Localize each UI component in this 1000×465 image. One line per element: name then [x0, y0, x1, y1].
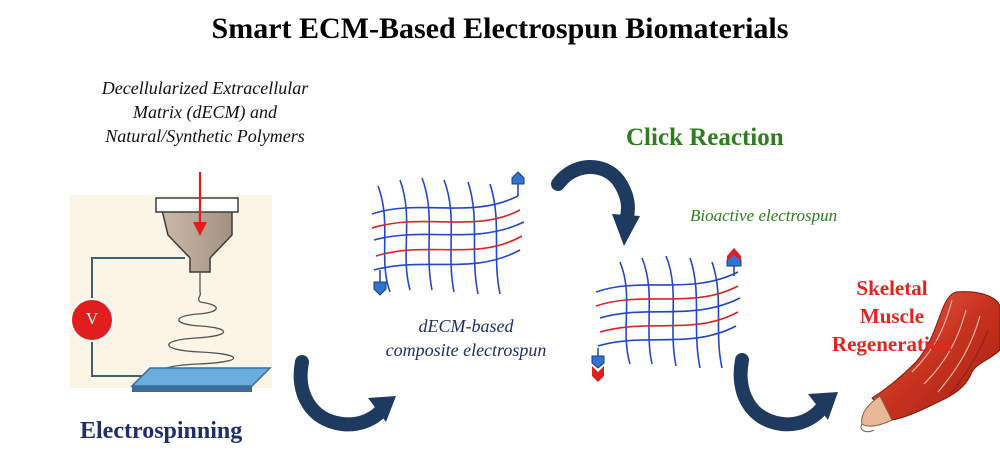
voltage-symbol: V — [85, 309, 99, 328]
regeneration-line: Skeletal — [856, 276, 928, 300]
bioactive-marker-bottom-red — [592, 366, 604, 382]
bioactive-horizontal-fibers-red — [595, 285, 739, 333]
composite-horizontal-fibers-blue — [371, 195, 525, 271]
regeneration-line: Muscle — [859, 304, 925, 328]
materials-caption: Decellularized Extracellular Matrix (dEC… — [55, 76, 355, 148]
materials-line: Natural/Synthetic Polymers — [105, 126, 305, 146]
composite-end-marker-top — [511, 171, 525, 185]
circuit-wire-bottom — [91, 342, 145, 377]
bioactive-marker-top-red — [727, 248, 741, 261]
composite-end-marker-bottom — [373, 281, 387, 296]
regeneration-caption: Skeletal Muscle Regeneration — [812, 274, 972, 358]
composite-horizontal-fibers-red — [371, 209, 523, 257]
materials-line: Decellularized Extracellular — [101, 78, 309, 98]
bioactive-fiber-mesh — [595, 255, 741, 369]
arm-muscle-illustration — [860, 291, 1000, 433]
electrospinning-label: Electrospinning — [80, 418, 243, 444]
fiber-whipping-spiral — [163, 301, 234, 377]
composite-line: dECM-based — [418, 316, 514, 336]
collector-plate-edge — [132, 386, 252, 392]
spinneret-nozzle — [161, 209, 233, 273]
composite-caption: dECM-based composite electrospun — [366, 314, 566, 362]
click-reaction-label: Click Reaction — [626, 124, 784, 151]
process-arrow-1 — [293, 355, 396, 432]
voltage-source-icon — [70, 298, 114, 342]
bioactive-vertical-fibers — [619, 255, 723, 369]
bioactive-label: Bioactive electrospun — [690, 206, 838, 225]
process-arrow-2 — [733, 353, 838, 432]
collector-plate — [130, 367, 272, 387]
regeneration-line: Regeneration — [831, 332, 953, 356]
circuit-wire-top — [91, 257, 185, 298]
feed-arrow-head — [193, 222, 207, 236]
page-title: Smart ECM-Based Electrospun Biomaterials — [211, 12, 789, 45]
syringe-top — [155, 197, 239, 213]
hand-shape — [861, 395, 893, 427]
polymer-jet — [197, 272, 202, 303]
materials-line: Matrix (dECM) and — [133, 102, 277, 122]
process-arrow-click — [551, 160, 640, 246]
bioactive-horizontal-fibers-blue — [595, 271, 741, 347]
electrospinning-apparatus — [70, 172, 272, 392]
composite-fiber-mesh — [371, 177, 525, 295]
bioactive-marker-bottom-blue — [591, 355, 605, 369]
composite-line: composite electrospun — [385, 340, 547, 360]
